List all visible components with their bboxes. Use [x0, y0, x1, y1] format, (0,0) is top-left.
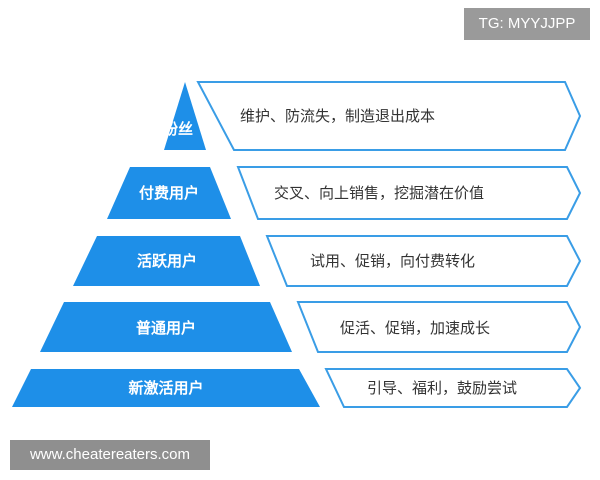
tier-shape-2: [107, 167, 231, 219]
tier-desc-4: 促活、促销，加速成长: [340, 319, 490, 337]
desc-arrow-5: [324, 368, 582, 408]
tier-desc-1: 维护、防流失，制造退出成本: [240, 107, 435, 125]
tier-shape-5: [12, 369, 320, 407]
tier-label-1: 粉丝: [163, 120, 193, 138]
watermark-url: www.cheatereaters.com: [10, 440, 210, 470]
tier-desc-5: 引导、福利，鼓励尝试: [367, 379, 517, 397]
tier-desc-3: 试用、促销，向付费转化: [310, 252, 475, 270]
tier-label-5: 新激活用户: [128, 379, 203, 397]
desc-arrow-2: [236, 166, 582, 220]
desc-arrow-3: [265, 235, 582, 287]
tier-shape-3: [73, 236, 260, 286]
tier-label-3: 活跃用户: [137, 252, 197, 270]
desc-arrow-1: [196, 81, 582, 151]
tier-label-2: 付费用户: [139, 184, 199, 202]
desc-arrow-4: [296, 301, 582, 353]
watermark-tag: TG: MYYJJPP: [464, 8, 590, 40]
tier-shape-1: [164, 82, 206, 150]
tier-shape-4: [40, 302, 292, 352]
tier-desc-2: 交叉、向上销售，挖掘潜在价值: [274, 184, 484, 202]
tier-label-4: 普通用户: [136, 319, 196, 337]
